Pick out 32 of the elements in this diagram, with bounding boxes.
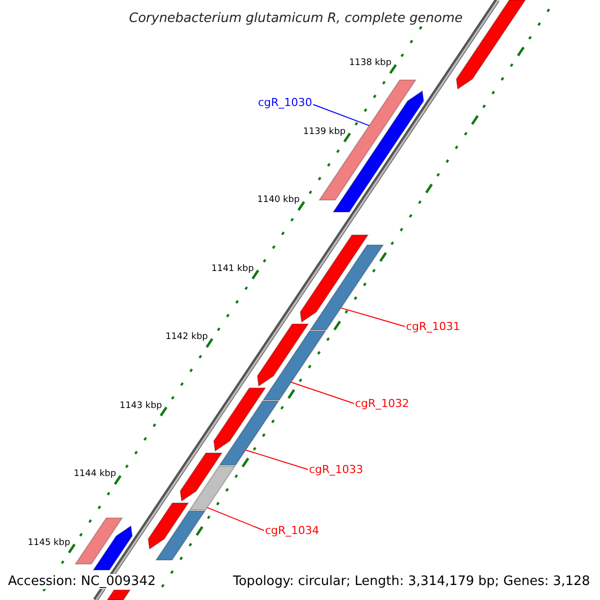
gene-feature [300, 234, 369, 323]
tick-label: 1145 kbp [28, 538, 70, 548]
gene-label: cgR_1034 [265, 525, 320, 536]
gene-feature [74, 518, 124, 564]
gene-feature [148, 502, 190, 550]
tick-label: 1139 kbp [303, 128, 346, 136]
gene-feature [180, 452, 223, 502]
gene-feature [188, 466, 236, 510]
gene-feature [218, 400, 280, 466]
gene-label: cgR_1030 [258, 97, 312, 108]
tick-label: 1144 kbp [74, 470, 116, 479]
leader-line [312, 104, 370, 126]
tick-label: 1142 kbp [165, 333, 208, 342]
title: Corynebacterium glutamicum R, complete genome [127, 11, 465, 26]
leader-line [340, 307, 406, 327]
gene-feature [262, 330, 326, 400]
gene-feature [92, 525, 133, 570]
gene-feature [309, 244, 384, 330]
tick-label: 1140 kbp [257, 196, 300, 205]
leader-line [206, 507, 264, 531]
gene-label: cgR_1033 [309, 464, 364, 475]
leader-line [245, 450, 308, 470]
gene-feature [213, 388, 266, 452]
gene-label: cgR_1032 [355, 398, 410, 409]
gene-label: cgR_1031 [406, 321, 460, 332]
leader-line [290, 382, 354, 404]
tick-label: 1143 kbp [120, 402, 162, 410]
tick-label: 1138 kbp [349, 59, 392, 68]
gene-feature [155, 510, 206, 560]
gene-feature [256, 324, 310, 387]
genome-summary-text: Topology: circular; Length: 3,314,179 bp; Genes: 3,128 [231, 574, 592, 589]
tick-label: 1141 kbp [211, 264, 254, 274]
